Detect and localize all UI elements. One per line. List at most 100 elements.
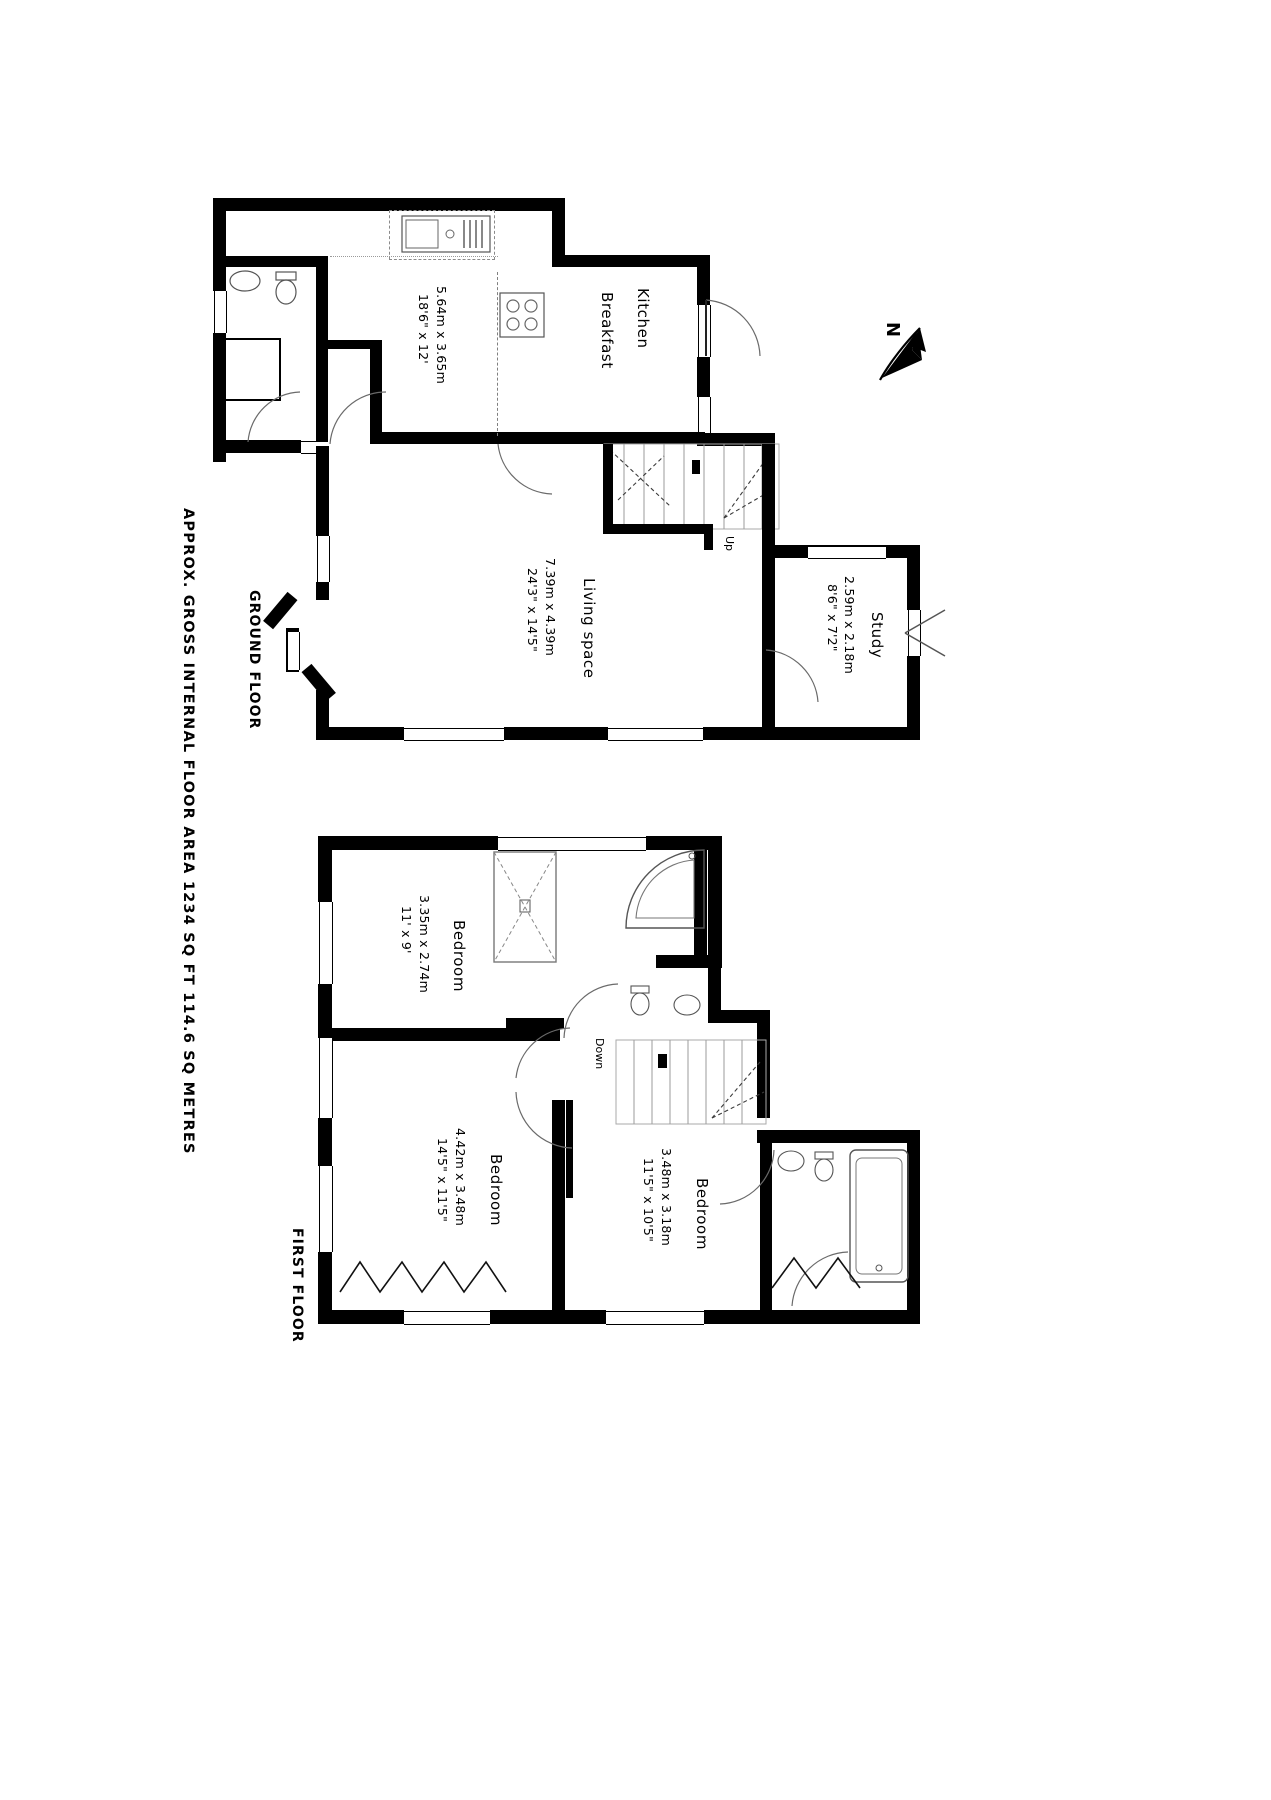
wall-first-left-2 xyxy=(318,984,332,1038)
wall-stair-left-ground xyxy=(603,444,613,534)
wall-first-internal-vert-1b xyxy=(566,1100,573,1198)
door-bedroom2 xyxy=(514,1090,576,1152)
window-ground-left-1 xyxy=(214,291,227,333)
kitchen-units-line xyxy=(497,272,499,436)
wall-first-right-step1b xyxy=(708,966,721,1022)
wall-living-bottom-1 xyxy=(316,727,404,740)
staircase-first xyxy=(615,1039,767,1125)
shower-enclosure xyxy=(493,851,557,963)
wall-first-right-upper xyxy=(708,836,722,966)
bathroom-bath xyxy=(849,1149,909,1283)
wall-ground-porch-bottom xyxy=(213,440,301,453)
door-bathroom-first xyxy=(790,1248,852,1310)
door-kitchen-rear xyxy=(705,299,768,362)
wall-first-shower-wall xyxy=(656,955,722,968)
wall-first-internal-vert-1 xyxy=(552,1100,565,1310)
window-first-bottom-1 xyxy=(404,1311,490,1325)
wall-ground-kitchen-right-2 xyxy=(697,357,710,397)
wall-ground-left-mid xyxy=(213,333,226,440)
window-first-bottom-2 xyxy=(606,1311,704,1325)
wall-first-top-1 xyxy=(318,836,498,850)
bedroom3-dim-imperial: 11'5" x 10'5" xyxy=(641,1158,656,1243)
door-living-kitchen xyxy=(497,443,560,500)
door-bedroom1 xyxy=(512,1020,574,1082)
ground-floor-plan: 5.64m x 3.65m 18'6" x 12' Kitchen Breakf… xyxy=(0,0,1271,820)
wall-first-left-3 xyxy=(318,1118,332,1166)
bedroom3-dim-metric: 3.48m x 3.18m xyxy=(659,1148,674,1246)
wall-living-left-2 xyxy=(316,582,329,600)
wall-first-left-1 xyxy=(318,836,332,902)
wall-first-right-v2 xyxy=(757,1054,770,1118)
door-bedroom3 xyxy=(718,1148,778,1208)
wall-first-left-4 xyxy=(318,1252,332,1324)
wall-study-bottom xyxy=(775,727,920,740)
wall-ground-kitchen-right xyxy=(697,255,710,305)
window-study-top xyxy=(808,546,886,559)
window-study-right xyxy=(908,610,921,656)
wall-first-bottom-4 xyxy=(772,1310,920,1324)
door-entrance-porch xyxy=(247,391,306,446)
window-living-bottom-1 xyxy=(404,728,504,741)
window-living-bottom-2 xyxy=(608,728,703,741)
wall-ground-internal-right xyxy=(560,432,705,444)
wc-toilet-first xyxy=(628,985,654,1018)
kitchen-worktop-outline xyxy=(389,210,495,260)
cupboard-box-ground-2 xyxy=(279,338,281,400)
wc-basin xyxy=(228,268,262,294)
wall-ground-internal-kitchen-v xyxy=(370,340,382,444)
window-ground-kitchen-right xyxy=(698,305,711,357)
wall-first-right-v1 xyxy=(757,1010,770,1054)
wall-stair-bottom-ground xyxy=(603,524,713,534)
window-first-left-1 xyxy=(319,902,333,984)
wall-first-bottom-2 xyxy=(490,1310,606,1324)
bedroom2-dim-metric: 4.42m x 3.48m xyxy=(453,1128,468,1226)
bedroom1-room-label: Bedroom xyxy=(450,920,468,993)
wall-first-internal-horiz-1 xyxy=(332,1028,560,1041)
window-first-left-3 xyxy=(319,1166,333,1252)
wall-ground-top xyxy=(213,198,565,211)
bedroom1-dim-metric: 3.35m x 2.74m xyxy=(417,895,432,993)
wall-first-right-step1 xyxy=(708,1010,770,1023)
door-hall-kitchen xyxy=(329,391,390,450)
wall-first-right-outer xyxy=(907,1130,920,1324)
wall-stair-right-ground xyxy=(762,444,775,540)
wall-ground-left-win1 xyxy=(213,273,226,291)
bedroom3-room-label: Bedroom xyxy=(693,1178,711,1251)
bathroom-wc xyxy=(812,1151,838,1184)
wall-first-internal-horiz-1b xyxy=(506,1018,564,1029)
bedroom2-dim-imperial: 14'5" x 11'5" xyxy=(435,1138,450,1223)
wall-study-right-2 xyxy=(907,656,920,740)
wall-ground-bath-top xyxy=(226,256,318,267)
window-first-top-1 xyxy=(498,837,646,851)
wall-living-bottom-3 xyxy=(703,727,775,740)
wall-living-right xyxy=(762,540,775,740)
window-first-left-2 xyxy=(319,1038,333,1118)
wall-ground-left-upper xyxy=(213,198,226,273)
wall-first-internal-vert-3 xyxy=(760,1143,772,1313)
door-study-french xyxy=(904,608,951,658)
wall-first-bottom-3 xyxy=(704,1310,772,1324)
kitchen-counter-line xyxy=(330,256,498,257)
bathroom-basin xyxy=(776,1148,806,1174)
compass-rose xyxy=(860,300,950,400)
eaves-marking-2 xyxy=(771,1252,872,1292)
wall-ground-internal-kitchen xyxy=(382,432,560,444)
wall-ground-right-step xyxy=(697,433,775,446)
cupboard-box-ground-3 xyxy=(226,399,281,401)
wall-ground-kitchen-right-upper xyxy=(552,198,565,266)
wc-toilet xyxy=(272,271,300,306)
window-living-bay xyxy=(287,632,300,670)
wall-study-right xyxy=(907,545,920,610)
wall-living-left-upper xyxy=(316,446,329,536)
bedroom2-room-label: Bedroom xyxy=(487,1154,505,1227)
wall-ground-hall-top xyxy=(328,340,372,349)
window-living-left-1 xyxy=(317,536,330,582)
wall-first-right-step2 xyxy=(757,1130,829,1143)
kitchen-hob xyxy=(499,292,545,338)
wall-ground-bath-right xyxy=(316,256,328,446)
wall-stair-post-ground xyxy=(704,524,713,550)
kitchen-sink xyxy=(401,215,491,253)
wall-ground-kitchen-step-top xyxy=(552,255,710,267)
